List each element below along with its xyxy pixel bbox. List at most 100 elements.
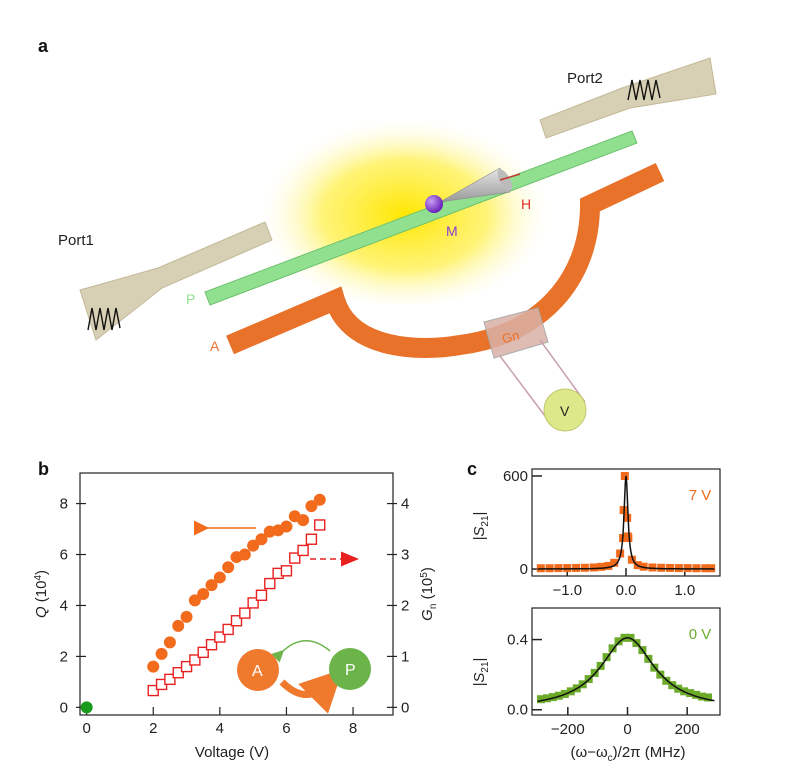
gn-point bbox=[289, 552, 301, 564]
label-p: P bbox=[186, 291, 195, 307]
gn-point bbox=[305, 533, 318, 545]
q-point bbox=[197, 588, 210, 600]
annotation-0v: 0 V bbox=[689, 626, 712, 643]
plot-frame-c-top bbox=[531, 468, 721, 577]
gn-point bbox=[297, 544, 309, 557]
cone-base bbox=[497, 169, 513, 191]
c-bottom-data-point bbox=[698, 692, 707, 701]
c-bottom-x-tick-label: 200 bbox=[675, 721, 700, 738]
panel-label-a: a bbox=[38, 36, 49, 56]
port1-signal-icon bbox=[87, 307, 121, 331]
coupling-inset: A P bbox=[237, 640, 371, 714]
gn-point bbox=[239, 607, 251, 619]
q-point bbox=[280, 520, 293, 533]
c-top-data-point bbox=[624, 534, 633, 543]
q-symbol: Q bbox=[33, 606, 50, 618]
gn-point bbox=[197, 646, 209, 659]
c-top-y-tick-label: 0 bbox=[520, 561, 528, 578]
gn-point bbox=[280, 565, 293, 577]
microwave-glow bbox=[255, 105, 555, 305]
q-point bbox=[247, 539, 260, 552]
port2-label: Port2 bbox=[567, 70, 603, 87]
q-zero-point bbox=[80, 701, 93, 714]
x-axis-label-b: Voltage (V) bbox=[195, 744, 269, 761]
c-top-data-point bbox=[620, 471, 629, 480]
q-point bbox=[180, 610, 193, 623]
plot-frame-b bbox=[79, 472, 394, 716]
gn-point bbox=[222, 623, 234, 636]
x-tick-label: 6 bbox=[282, 720, 290, 737]
q-point bbox=[213, 571, 226, 584]
gn-point bbox=[180, 660, 193, 673]
y2-tick-label: 4 bbox=[401, 496, 409, 513]
gn-point bbox=[247, 597, 259, 609]
gn-detector bbox=[483, 307, 549, 359]
c-top-x-tick-label: 0.0 bbox=[616, 582, 637, 599]
c-top-data-point bbox=[683, 564, 692, 573]
c-bottom-data-point bbox=[536, 695, 545, 704]
x-tick-label: 8 bbox=[349, 720, 357, 737]
q-point bbox=[222, 561, 235, 574]
gn-unit: (10 bbox=[419, 578, 436, 604]
port1-pad bbox=[79, 221, 273, 341]
c-top-fit-line bbox=[537, 475, 715, 570]
gn-point bbox=[264, 577, 276, 590]
q-exp: 4 bbox=[33, 575, 44, 581]
gn-point bbox=[147, 684, 159, 697]
y-tick-label: 6 bbox=[60, 547, 68, 564]
q-point bbox=[188, 594, 201, 607]
inset-arrow-a-to-p bbox=[279, 669, 343, 714]
x-axis-label-c: (ω−ωc)/2π (MHz) bbox=[570, 744, 685, 764]
q-point bbox=[163, 636, 176, 649]
gn-point bbox=[172, 667, 184, 679]
plot-frame-c-bottom bbox=[531, 607, 721, 716]
inset-label-a: A bbox=[252, 663, 263, 680]
s-sub: 21 bbox=[480, 515, 491, 527]
label-gn: Gn bbox=[500, 327, 521, 346]
c-bottom-y-tick-label: 0.0 bbox=[507, 702, 528, 719]
c-top-data-point bbox=[623, 513, 632, 522]
port1-label: Port1 bbox=[58, 232, 94, 249]
c-bottom-data-point bbox=[542, 694, 551, 703]
c-top-data-point bbox=[536, 564, 545, 573]
c-top-data-point bbox=[610, 558, 619, 567]
c-top-x-tick-label: 1.0 bbox=[674, 582, 695, 599]
y-axis-label-c-top: |S21| bbox=[471, 512, 491, 541]
inset-label-p: P bbox=[345, 662, 356, 679]
xlabel-sub: c bbox=[608, 753, 613, 764]
c-top-data-point bbox=[604, 561, 613, 570]
c-bottom-data-point bbox=[602, 653, 611, 662]
c-bottom-data-point bbox=[704, 693, 713, 702]
q-point bbox=[147, 660, 160, 673]
x-tick-label: 2 bbox=[149, 720, 157, 737]
c-top-data-point bbox=[554, 564, 563, 573]
s-symbol: |S bbox=[471, 673, 488, 687]
y-tick-label: 4 bbox=[60, 597, 68, 614]
x-tick-label: 4 bbox=[216, 720, 224, 737]
c-top-data-point bbox=[597, 562, 606, 571]
q-point bbox=[297, 514, 310, 527]
c-bottom-y-tick-label: 0.4 bbox=[507, 632, 528, 649]
gn-point bbox=[214, 631, 226, 643]
gn-point bbox=[164, 673, 176, 686]
c-bottom-fit-line bbox=[537, 637, 715, 703]
q-point bbox=[172, 619, 185, 632]
c-top-y-tick-label: 600 bbox=[503, 468, 528, 485]
xlabel-part-b: )/2π (MHz) bbox=[613, 744, 686, 761]
y-axis-label-gn: Gn (105) bbox=[419, 567, 439, 621]
inset-node-p bbox=[329, 648, 371, 690]
gn-point bbox=[255, 589, 268, 601]
q-point bbox=[313, 493, 326, 506]
c-bottom-data-point bbox=[692, 690, 701, 699]
y-axis-label-q: Q (104) bbox=[33, 570, 50, 618]
c-top-x-tick-label: −1.0 bbox=[552, 582, 582, 599]
y2-tick-label: 2 bbox=[401, 597, 409, 614]
c-bottom-data-point bbox=[548, 693, 557, 702]
gn-symbol: G bbox=[419, 609, 436, 621]
y-tick-label: 2 bbox=[60, 648, 68, 665]
q-point bbox=[238, 548, 251, 561]
y-tick-label: 0 bbox=[60, 699, 68, 716]
s-end: | bbox=[471, 658, 488, 662]
label-h: H bbox=[521, 196, 531, 212]
